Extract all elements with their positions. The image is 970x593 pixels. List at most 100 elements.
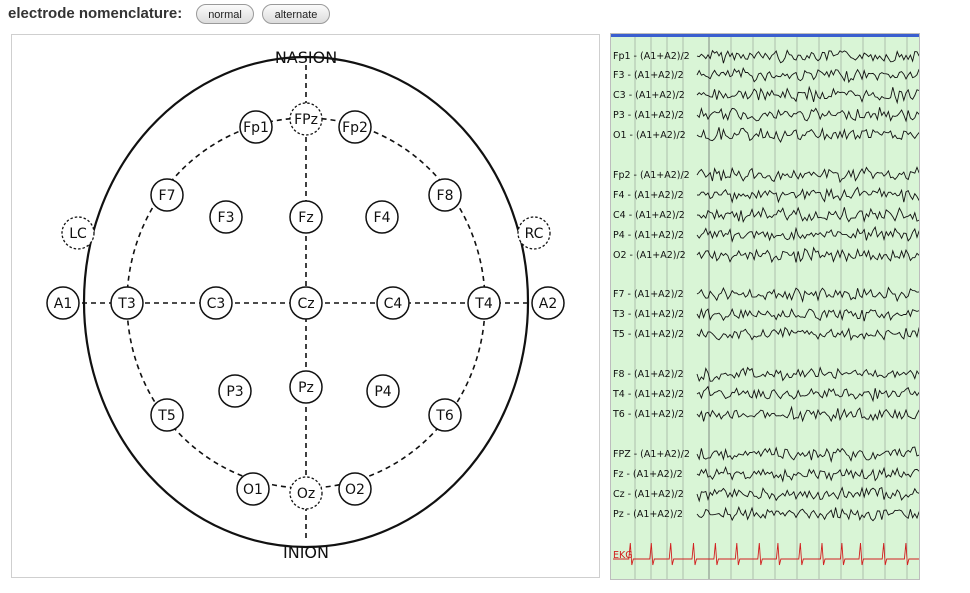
electrode-label: C4	[384, 296, 403, 312]
electrode-circle	[428, 398, 462, 432]
electrode-f7: F7	[150, 178, 184, 212]
electrode-o2: O2	[338, 472, 372, 506]
channel-label: F3 - (A1+A2)/2	[613, 70, 684, 81]
eeg-top-bar	[611, 34, 919, 37]
electrode-label: Fp2	[342, 120, 368, 136]
electrode-circle	[338, 110, 372, 144]
electrode-label: P3	[226, 384, 243, 400]
eeg-waveform	[696, 505, 919, 522]
electrode-o1: O1	[236, 472, 270, 506]
electrode-circle	[338, 472, 372, 506]
normal-button[interactable]: normal	[196, 4, 254, 24]
electrode-oz: Oz	[289, 476, 323, 510]
electrode-circle	[46, 286, 80, 320]
channel-label: EKG	[613, 550, 633, 561]
electrode-pz: Pz	[289, 370, 323, 404]
electrode-label: A2	[539, 296, 557, 312]
electrode-circle	[150, 398, 184, 432]
electrode-circle	[366, 374, 400, 408]
electrode-circle	[239, 110, 273, 144]
electrode-t5: T5	[150, 398, 184, 432]
electrode-circle	[376, 286, 410, 320]
electrode-circle	[289, 286, 323, 320]
electrode-label: Cz	[297, 296, 314, 312]
electrode-label: FPz	[294, 112, 318, 128]
eeg-waveform	[696, 307, 919, 322]
electrode-rc: RC	[517, 216, 551, 250]
electrode-f8: F8	[428, 178, 462, 212]
electrode-label: P4	[374, 384, 391, 400]
eeg-waveform	[696, 405, 919, 423]
electrode-f3: F3	[209, 200, 243, 234]
channel-label: T3 - (A1+A2)/2	[612, 309, 684, 320]
electrode-circle	[110, 286, 144, 320]
electrode-f4: F4	[365, 200, 399, 234]
electrode-label: LC	[69, 226, 87, 242]
electrode-fp2: Fp2	[338, 110, 372, 144]
channel-label: C3 - (A1+A2)/2	[613, 90, 685, 101]
electrode-c4: C4	[376, 286, 410, 320]
nasion-label: NASION	[275, 48, 337, 67]
eeg-waveform	[696, 286, 919, 304]
eeg-background	[611, 34, 919, 579]
electrode-circle	[467, 286, 501, 320]
electrode-circle	[236, 472, 270, 506]
channel-label: Cz - (A1+A2)/2	[613, 489, 684, 500]
electrode-label: F3	[218, 210, 235, 226]
electrode-circle	[209, 200, 243, 234]
eeg-waveform	[696, 446, 919, 463]
electrode-t3: T3	[110, 286, 144, 320]
channel-label: O1 - (A1+A2)/2	[613, 130, 686, 141]
head-outline	[82, 55, 530, 549]
eeg-waveform	[696, 366, 919, 383]
eeg-waveform	[696, 66, 919, 84]
electrode-label: Fz	[298, 210, 313, 226]
eeg-waveform	[696, 107, 919, 123]
electrode-label: F8	[437, 188, 454, 204]
electrode-p3: P3	[218, 374, 252, 408]
eeg-waveform	[696, 186, 919, 204]
channel-label: F7 - (A1+A2)/2	[613, 289, 684, 300]
electrode-circle	[289, 200, 323, 234]
channel-label: Fp2 - (A1+A2)/2	[613, 170, 690, 181]
electrode-circle	[517, 216, 551, 250]
eeg-trace-panel: Fp1 - (A1+A2)/2 F3 - (A1+A2)/2 C3 - (A1+A2…	[610, 33, 920, 580]
channel-label: Fp1 - (A1+A2)/2	[613, 51, 690, 62]
eeg-waveform	[696, 166, 919, 184]
electrode-label: C3	[207, 296, 226, 312]
electrode-p4: P4	[366, 374, 400, 408]
eeg-waveforms	[613, 49, 919, 566]
eeg-waveform	[696, 85, 919, 105]
electrode-circle	[428, 178, 462, 212]
channel-label: T6 - (A1+A2)/2	[612, 409, 684, 420]
electrode-c3: C3	[199, 286, 233, 320]
eeg-waveform	[696, 246, 919, 264]
electrode-label: A1	[54, 296, 72, 312]
channel-label: F4 - (A1+A2)/2	[613, 190, 684, 201]
eeg-waveform	[696, 326, 919, 342]
electrode-circle	[218, 374, 252, 408]
channel-label: FPZ - (A1+A2)/2	[613, 449, 690, 460]
eeg-waveform	[696, 206, 919, 224]
alternate-button[interactable]: alternate	[262, 4, 330, 24]
electrode-fp1: Fp1	[239, 110, 273, 144]
electrode-label: T4	[474, 296, 493, 312]
electrode-circle	[289, 102, 323, 136]
electrode-label: Oz	[297, 486, 315, 502]
electrode-circle	[289, 370, 323, 404]
channel-label: Fz - (A1+A2)/2	[613, 469, 683, 480]
channel-label: F8 - (A1+A2)/2	[613, 369, 684, 380]
toolbar: electrode nomenclature: normal alternate	[0, 0, 970, 30]
channel-label: T4 - (A1+A2)/2	[612, 389, 684, 400]
electrode-label: T3	[117, 296, 135, 312]
eeg-channel-labels: Fp1 - (A1+A2)/2 F3 - (A1+A2)/2 C3 - (A1+A2…	[612, 51, 690, 561]
electrode-a1: A1	[46, 286, 80, 320]
channel-label: P3 - (A1+A2)/2	[613, 110, 684, 121]
eeg-waveform	[696, 486, 919, 503]
electrode-label: T5	[157, 408, 175, 424]
ekg-waveform	[613, 542, 919, 566]
electrode-label: O1	[243, 482, 263, 498]
